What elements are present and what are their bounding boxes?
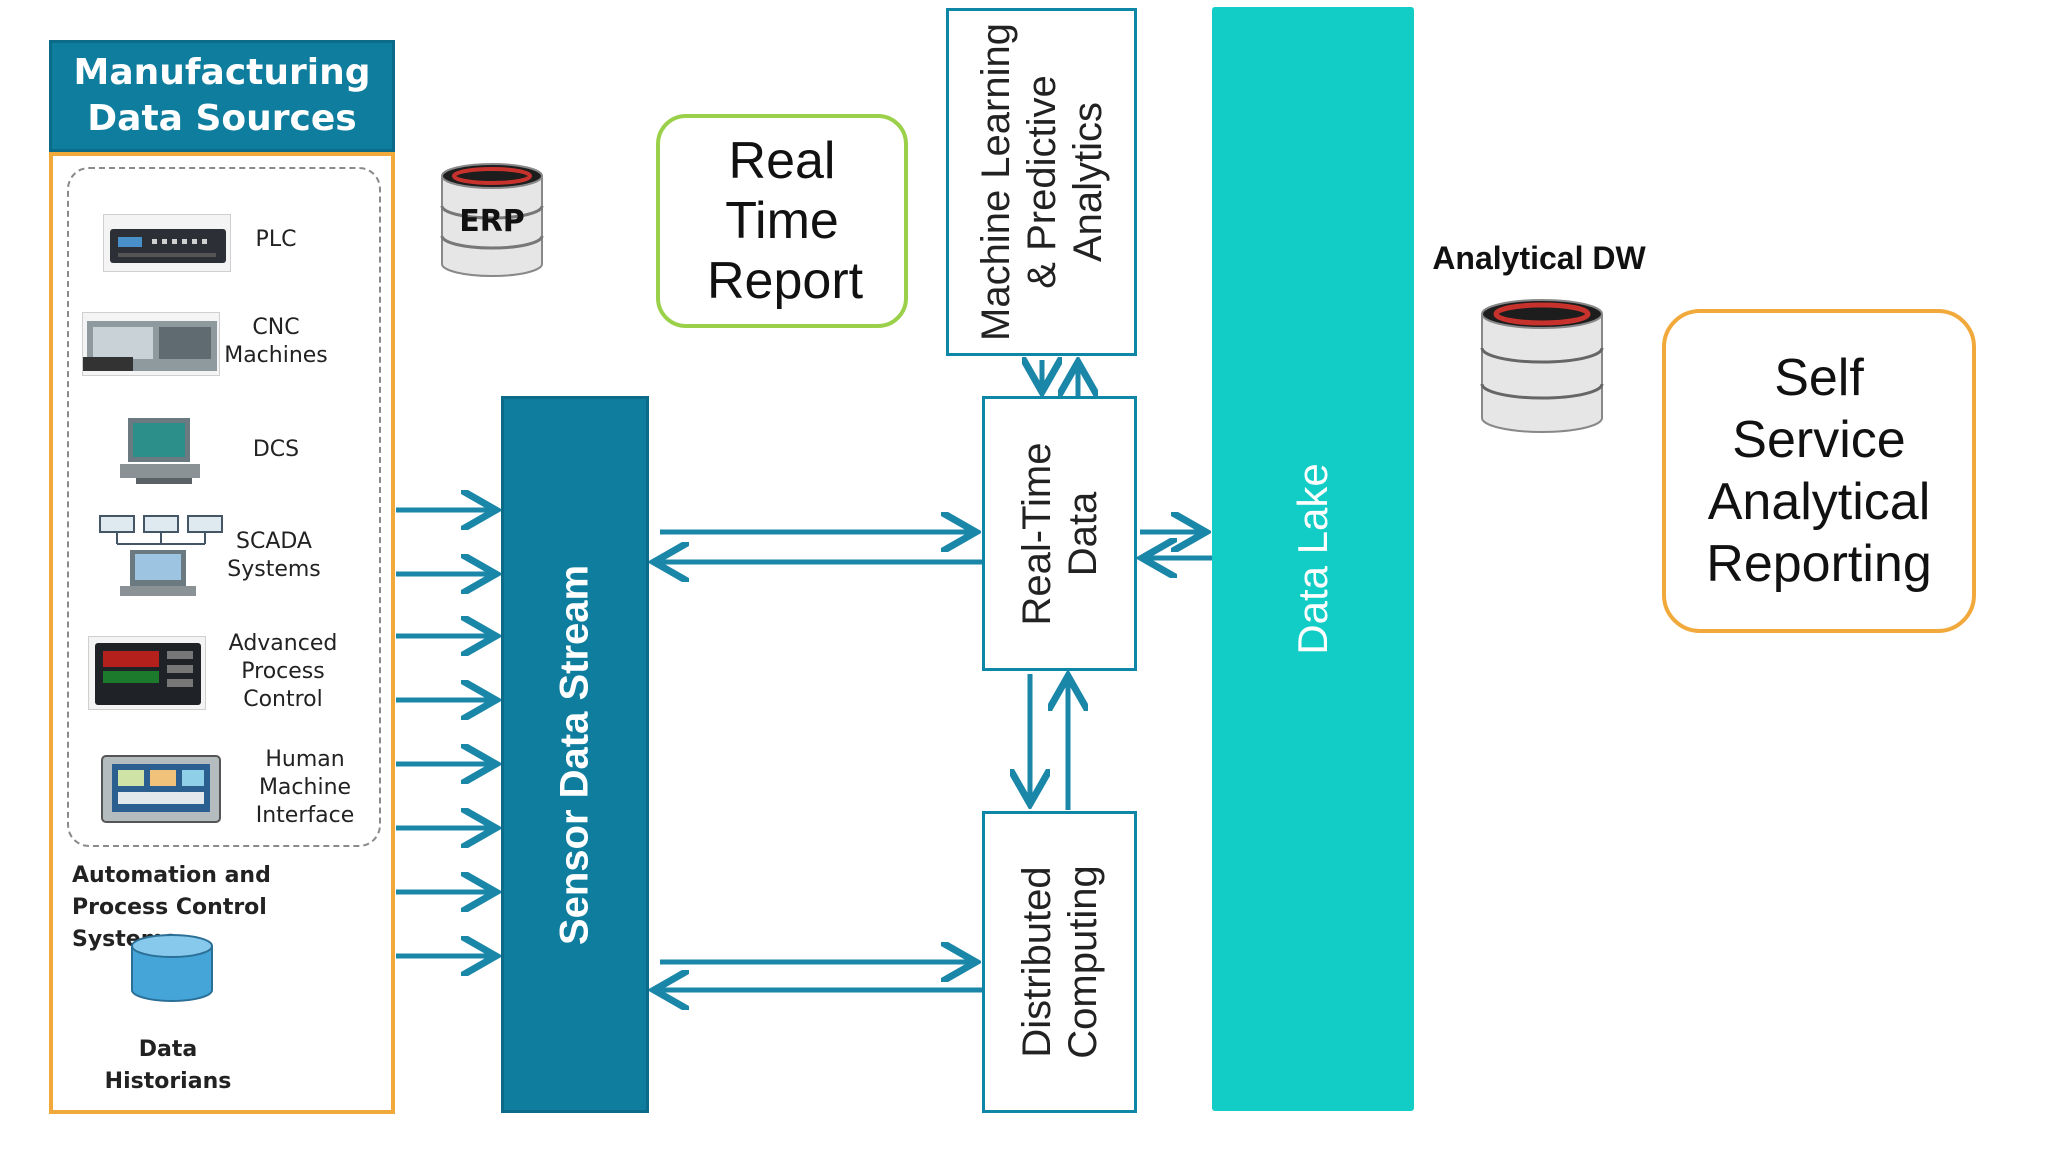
erp-label: ERP <box>459 204 525 239</box>
device-label-scada: SCADA Systems <box>227 529 321 582</box>
sources-title: Manufacturing Data Sources <box>73 52 371 139</box>
analytical-dw-label: Analytical DW <box>1432 240 1646 276</box>
device-label-apc: Advanced Process Control <box>228 631 338 712</box>
process-controller-icon <box>88 636 206 710</box>
scada-network-icon <box>96 512 228 598</box>
hmi-panel-icon <box>98 752 224 826</box>
cnc-machine-icon <box>82 312 220 376</box>
device-label-cnc: CNC Machines <box>224 315 328 368</box>
dcs-computer-icon <box>116 412 212 488</box>
sources-header: Manufacturing Data Sources <box>49 40 395 152</box>
database-icon <box>128 934 216 1004</box>
self-service-reporting-box: Self Service Analytical Reporting <box>1662 309 1976 633</box>
data-historians-label: Data Historians <box>104 1037 232 1094</box>
ml-analytics-box: Machine Learning & Predictive Analytics <box>946 8 1137 356</box>
real-time-report-label: Real Time Report <box>707 132 864 310</box>
erp-database-icon <box>434 160 550 280</box>
self-service-reporting-label: Self Service Analytical Reporting <box>1706 349 1932 593</box>
real-time-data-box: Real-Time Data <box>982 396 1137 671</box>
device-label-dcs: DCS <box>252 437 300 462</box>
sensor-data-stream-bar: Sensor Data Stream <box>501 396 649 1113</box>
data-lake-bar: Data Lake <box>1212 7 1414 1111</box>
distributed-computing-box: Distributed Computing <box>982 811 1137 1113</box>
sources-panel <box>49 152 395 1114</box>
real-time-report-box: Real Time Report <box>656 114 908 328</box>
device-label-plc: PLC <box>255 227 297 252</box>
automation-group-frame <box>67 167 381 847</box>
device-label-hmi: Human Machine Interface <box>255 747 355 828</box>
plc-device-icon <box>103 214 231 272</box>
analytical-dw-database-icon <box>1474 294 1610 440</box>
